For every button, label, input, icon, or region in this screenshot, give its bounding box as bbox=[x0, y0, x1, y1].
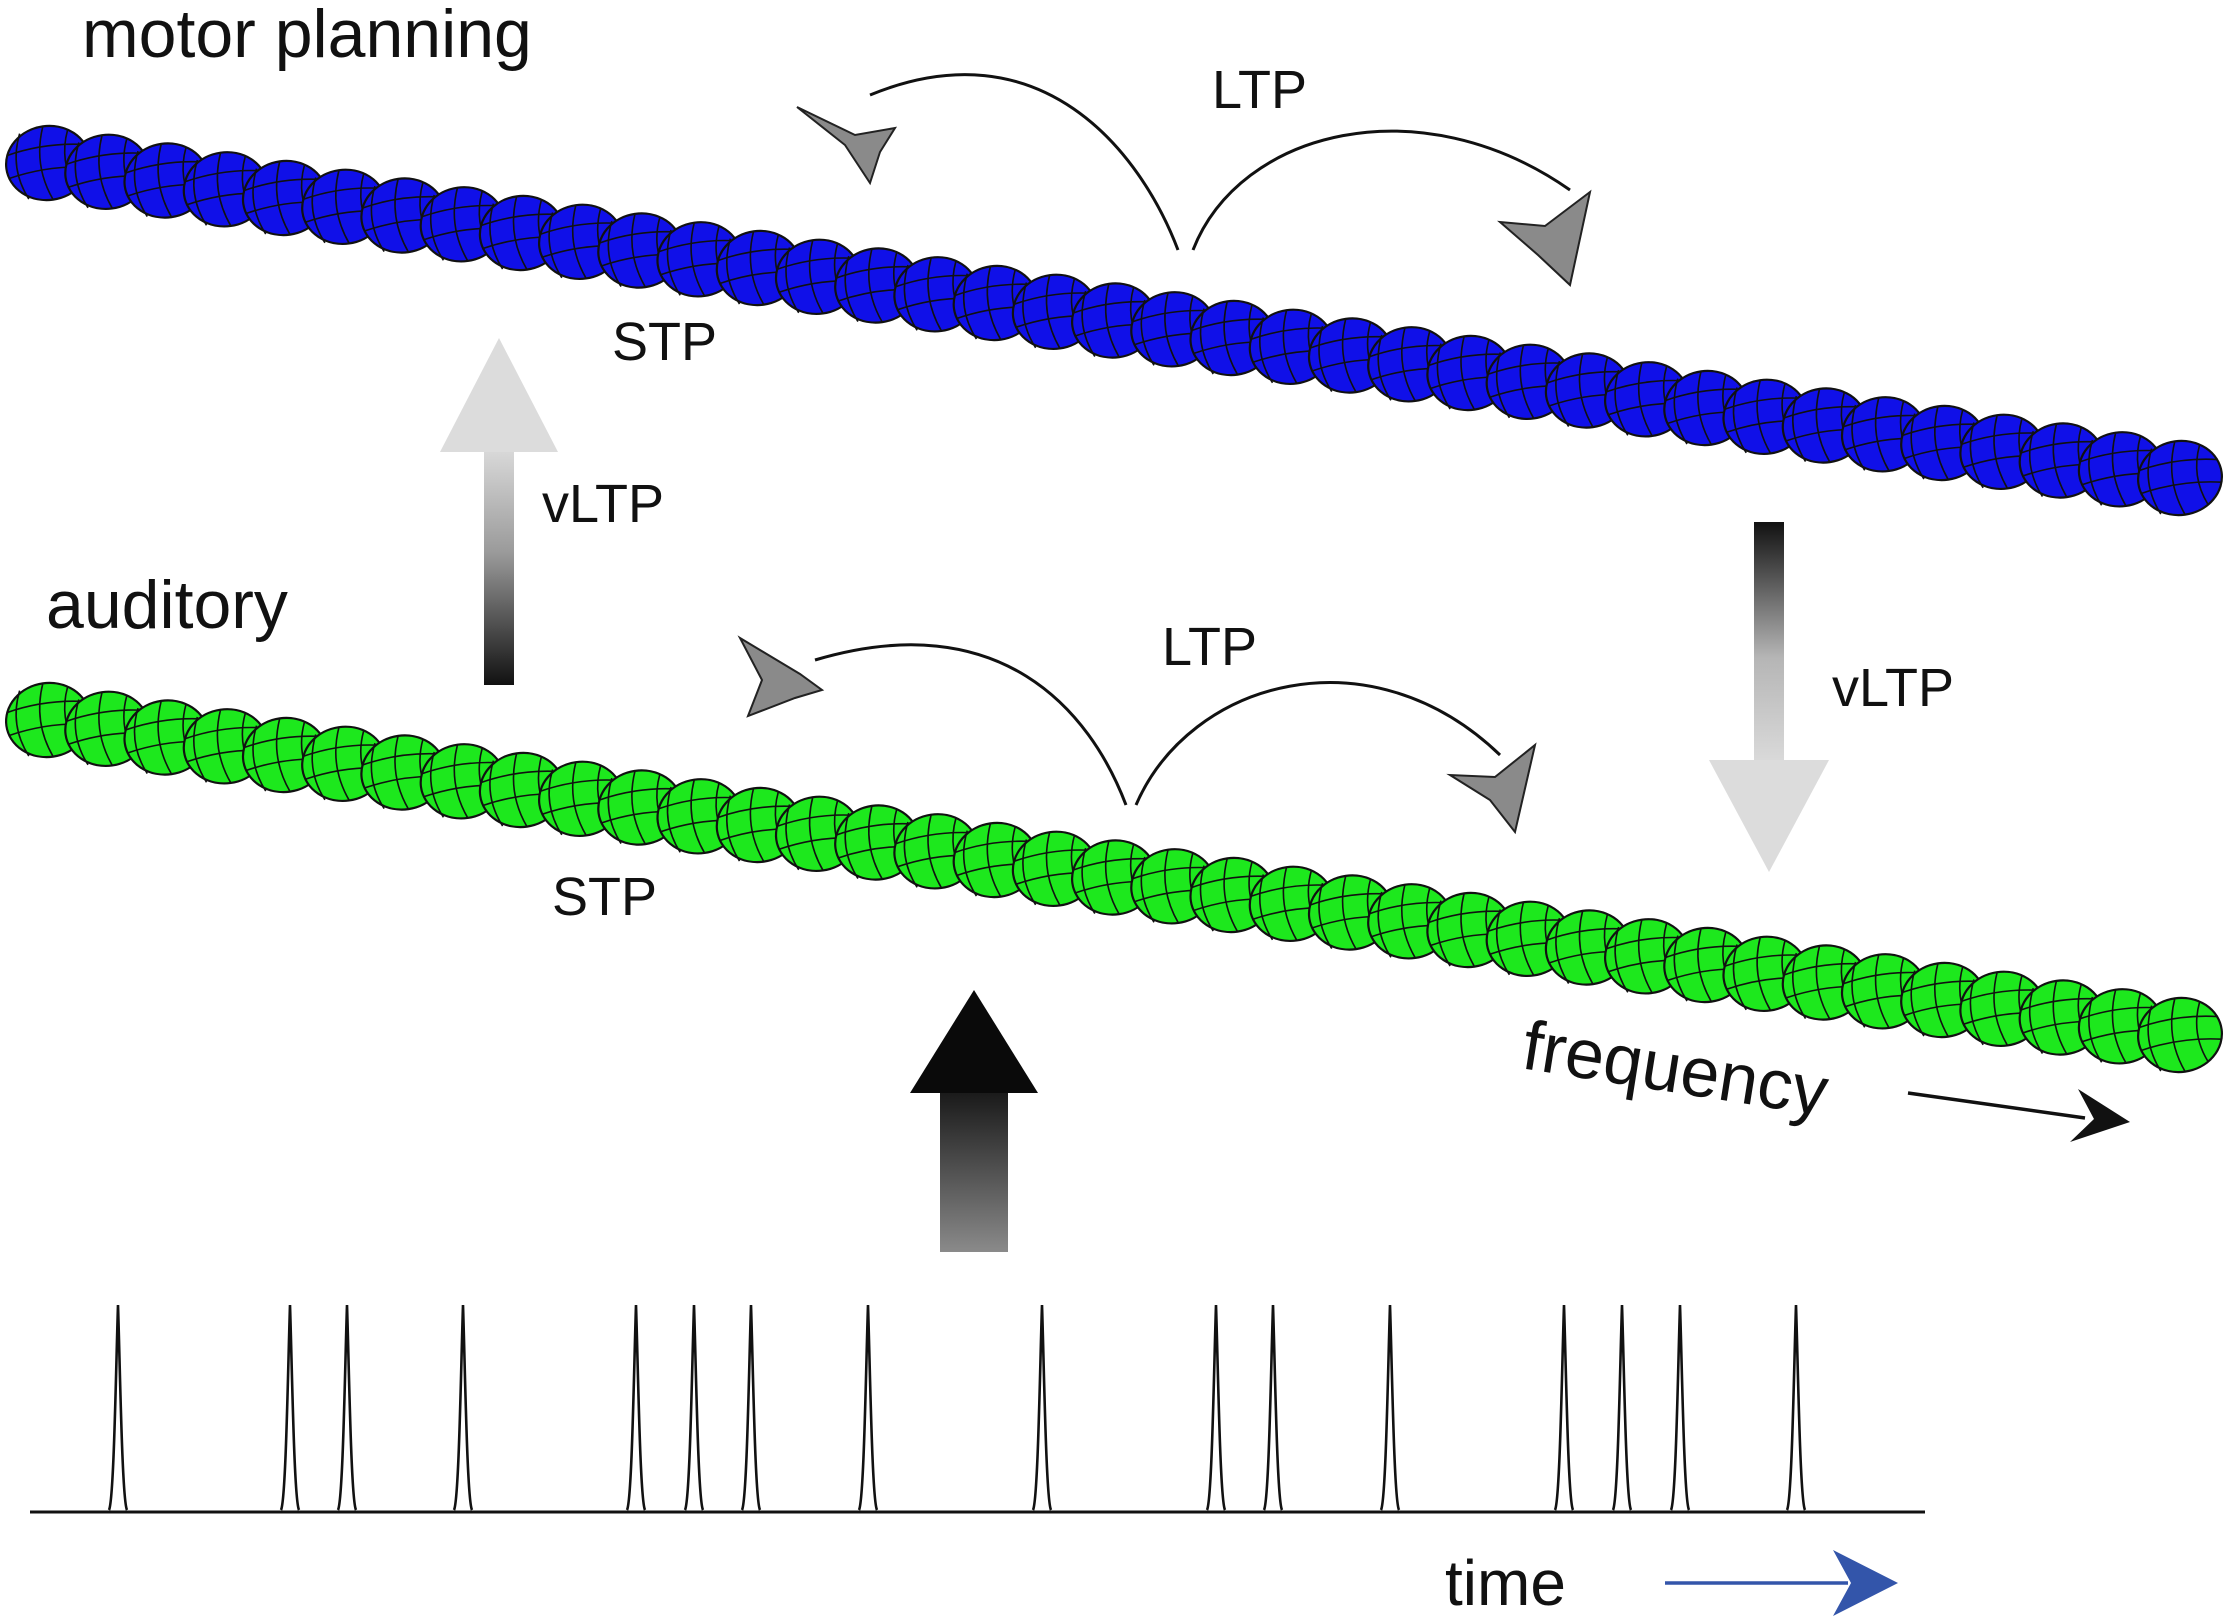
motor-stp-label: STP bbox=[612, 312, 717, 372]
motor-ltp-label: LTP bbox=[1212, 60, 1307, 120]
spike bbox=[683, 1304, 705, 1511]
vltp-up-label: vLTP bbox=[542, 474, 664, 534]
auditory-ltp-label: LTP bbox=[1162, 617, 1257, 677]
motor-unit bbox=[2136, 439, 2224, 517]
spike bbox=[740, 1304, 762, 1511]
spike bbox=[1379, 1304, 1401, 1511]
spike bbox=[1785, 1304, 1807, 1511]
motor-ltp-arc-left bbox=[869, 73, 1180, 251]
spike bbox=[1553, 1304, 1575, 1511]
spike bbox=[452, 1304, 474, 1511]
motor-planning-layer bbox=[4, 124, 2224, 517]
spike bbox=[279, 1304, 301, 1511]
arrowhead-gray-icon bbox=[1446, 742, 1537, 835]
vltp-down-label: vLTP bbox=[1832, 658, 1954, 718]
vltp-up-arrow bbox=[440, 338, 558, 685]
spike bbox=[625, 1304, 647, 1511]
spike bbox=[1669, 1304, 1691, 1511]
input-arrow bbox=[910, 990, 1038, 1252]
arrowhead-gray-icon bbox=[737, 635, 825, 718]
spike bbox=[857, 1304, 879, 1511]
spike bbox=[1031, 1304, 1053, 1511]
time-label: time bbox=[1445, 1547, 1566, 1619]
motor-ltp-arc-right bbox=[1191, 129, 1571, 251]
auditory-ltp-arc-left bbox=[814, 643, 1128, 806]
frequency-label: frequency bbox=[1518, 1006, 1834, 1131]
auditory-ltp-arcs bbox=[737, 635, 1537, 835]
arrowhead-gray-icon bbox=[796, 106, 898, 186]
auditory-label: auditory bbox=[46, 567, 288, 643]
spike bbox=[1205, 1304, 1227, 1511]
arrowhead-gray-icon bbox=[1497, 189, 1592, 287]
auditory-layer bbox=[4, 681, 2224, 1074]
auditory-ltp-arc-right bbox=[1134, 681, 1502, 806]
spike-train bbox=[30, 1304, 1925, 1514]
spike bbox=[1611, 1304, 1633, 1511]
motor-planning-label: motor planning bbox=[82, 0, 532, 72]
time-arrow bbox=[1665, 1550, 1898, 1616]
auditory-unit bbox=[2136, 996, 2224, 1074]
frequency-arrow bbox=[1907, 1089, 2130, 1142]
spike bbox=[336, 1304, 358, 1511]
spike bbox=[107, 1304, 129, 1511]
spike bbox=[1262, 1304, 1284, 1511]
vltp-down-arrow bbox=[1709, 522, 1829, 872]
auditory-stp-label: STP bbox=[552, 867, 657, 927]
motor-ltp-arcs bbox=[796, 73, 1592, 287]
